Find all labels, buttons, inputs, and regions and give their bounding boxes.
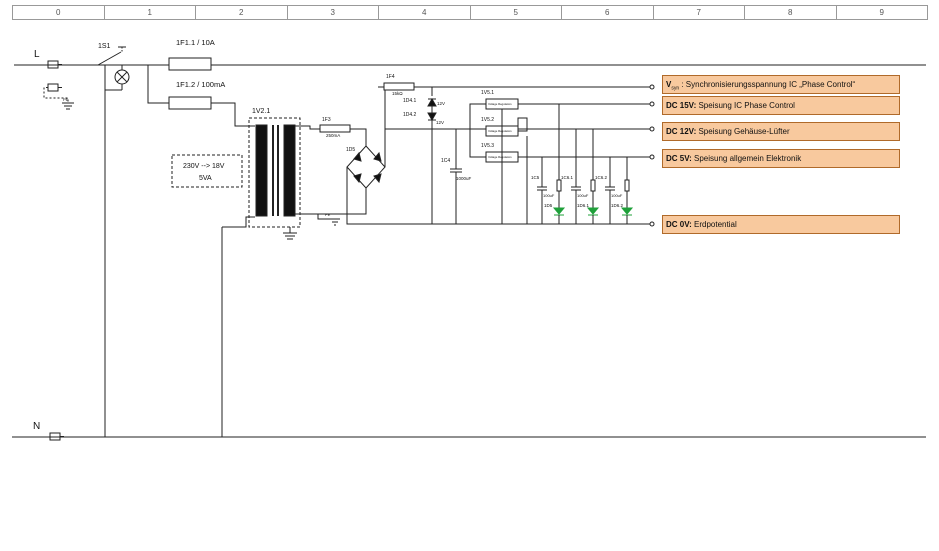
ruler-cell: 2 (196, 6, 288, 19)
transformer-primary-n (222, 216, 255, 228)
d5-label: 1D5 (544, 203, 553, 208)
cap4-label: 1C4 (441, 158, 450, 164)
output-sync-text: : Synchronisierungsspannung IC „Phase Co… (679, 80, 856, 89)
output-0v-text: Erdpotential (691, 220, 737, 229)
output-5v-label: DC 5V: Speisung allgemein Elektronik (662, 149, 900, 168)
output-15v-text: Speisung IC Phase Control (696, 101, 795, 110)
fuse4-value: 15kΩ (392, 91, 403, 96)
output-5v-prefix: DC 5V: (666, 154, 692, 163)
bridge-ac-bottom (318, 188, 367, 215)
output-5v-text: Speisung allgemein Elektronik (691, 154, 802, 163)
reg-text-3: Voltage Regulators (488, 155, 512, 159)
fuse-1f3 (319, 124, 351, 133)
d61-label: 1D6.1 (577, 203, 590, 208)
fuse2-to-transformer (211, 102, 255, 127)
reg1-label: 1V5.1 (481, 90, 494, 96)
output-12v-text: Speisung Gehäuse-Lüfter (696, 127, 790, 136)
c62-value: 100uF (611, 193, 623, 198)
c61-value: 100uF (577, 193, 589, 198)
resistor-1f4 (383, 82, 415, 91)
zener-diodes (427, 87, 437, 224)
out-terminal-5v (649, 154, 655, 160)
cap4-value: 1000uF (456, 176, 472, 181)
indicator-lamp (105, 65, 130, 91)
out-terminal-0v (649, 221, 655, 227)
fuse3-to-bridge (350, 128, 367, 146)
rail-l-label: L (34, 49, 40, 60)
fuse3-label: 1F3 (322, 117, 331, 123)
fuse-1f1-2 (168, 96, 212, 110)
capacitor-1c4 (450, 129, 462, 224)
terminal-n (49, 432, 64, 441)
output-sync-prefix: V (666, 80, 672, 89)
ruler-cell: 6 (562, 6, 654, 19)
secondary-bottom (295, 213, 340, 220)
output-0v-label: DC 0V: Erdpotential (662, 215, 900, 234)
fuse2-label: 1F1.2 / 100mA (176, 80, 225, 89)
switch-1s1 (97, 46, 126, 66)
rail-n-label: N (33, 421, 40, 432)
bridge-label: 1D5 (346, 147, 355, 153)
output-sync-sub: syn (671, 85, 680, 92)
reg2-label: 1V5.2 (481, 117, 494, 123)
fuse3-value: 250mA (326, 133, 340, 138)
transformer-note-1: 230V --> 18V (183, 163, 225, 170)
reg3-label: 1V5.3 (481, 143, 494, 149)
c5-value: 100uF (543, 193, 555, 198)
fuse1-label: 1F1.1 / 10A (176, 38, 215, 47)
fuse2-branch (147, 65, 169, 104)
column-ruler: 0 1 2 3 4 5 6 7 8 9 (12, 5, 928, 20)
zener1-value: 12V (437, 101, 445, 106)
output-12v-prefix: DC 12V: (666, 127, 697, 136)
output-12v-label: DC 12V: Speisung Gehäuse-Lüfter (662, 122, 900, 141)
c61-label: 1C6.1 (561, 175, 574, 180)
output-0v-prefix: DC 0V: (666, 220, 692, 229)
ruler-cell: 1 (105, 6, 196, 19)
reg-text-1: Voltage Regulators (488, 102, 512, 106)
fuse-1f1-1 (168, 57, 212, 71)
terminal-pe: PE (43, 83, 74, 110)
reg-bus (469, 103, 486, 129)
c62-label: 1C6.2 (595, 175, 608, 180)
ruler-cell: 4 (379, 6, 471, 19)
transformer-note-box (171, 154, 243, 188)
output-15v-label: DC 15V: Speisung IC Phase Control (662, 96, 900, 115)
transformer-1v2-1 (248, 117, 301, 228)
pe-label: PE (63, 97, 69, 102)
c5-label: 1C5 (531, 175, 540, 180)
output-15v-prefix: DC 15V: (666, 101, 697, 110)
ruler-cell: 9 (879, 8, 884, 17)
ruler-cell: 3 (288, 6, 379, 19)
transformer-note-2: 5VA (199, 175, 212, 182)
cap-led-branch-3 (605, 157, 634, 224)
fuse4-label: 1F4 (386, 74, 395, 80)
d62-label: 1D6.2 (611, 203, 624, 208)
cap-led-branch-2 (571, 129, 600, 224)
cap-led-branch-1 (537, 104, 566, 224)
ruler-cell: 7 (654, 6, 745, 19)
ruler-cell: 5 (471, 6, 562, 19)
zener1-label: 1D4.1 (403, 98, 417, 104)
zener2-label: 1D4.2 (403, 112, 417, 118)
output-sync-label: Vsyn : Synchronisierungsspannung IC „Pha… (662, 75, 900, 94)
terminal-l (47, 60, 62, 69)
out-terminal-15v (649, 101, 655, 107)
ruler-cell: 8 (745, 6, 837, 19)
zener2-value: 12V (436, 120, 444, 125)
switch-label: 1S1 (98, 43, 111, 50)
ruler-cell: 0 (13, 6, 105, 19)
transformer-label: 1V2.1 (252, 108, 270, 115)
bridge-rectifier-1d5 (346, 145, 386, 189)
reg-text-2: Voltage Regulators (488, 129, 512, 133)
bridge-dc-neg (346, 167, 650, 225)
secondary-top (295, 125, 320, 130)
out-terminal-sync (649, 84, 655, 90)
out-12v-line (517, 117, 650, 132)
out-terminal-12v (649, 126, 655, 132)
